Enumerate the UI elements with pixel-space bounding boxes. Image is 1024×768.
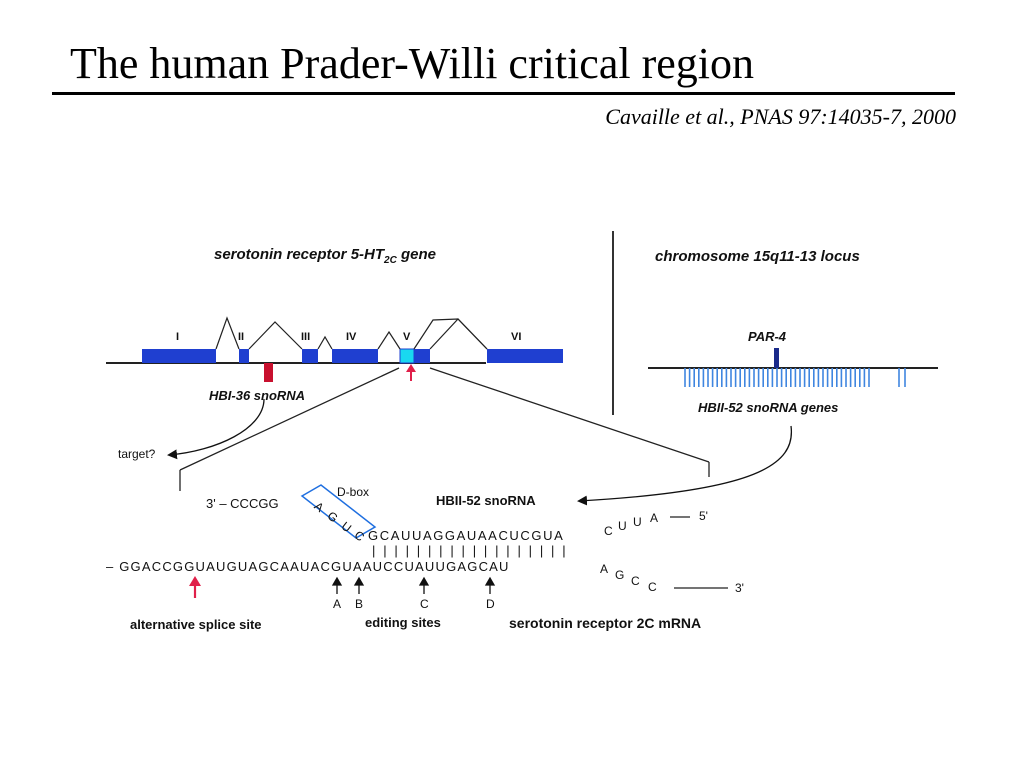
mrna-tail-1: A	[600, 562, 609, 576]
dbox-outline	[300, 484, 377, 539]
target-arrow	[167, 398, 265, 460]
exon-II	[239, 349, 249, 363]
snorna-tail-1: C	[604, 524, 613, 538]
intron-1	[215, 316, 240, 350]
figure-panel: serotonin receptor 5-HT2C gene chromosom…	[106, 229, 938, 640]
exon-V-extension	[414, 349, 430, 363]
base-pairing-bars: | | | | | | | | | | | | | | | | | |	[372, 543, 568, 558]
alt-splice-arrow-head	[189, 576, 201, 586]
gene-heading-subscript: 2C	[384, 255, 397, 266]
hbi36-label: HBI-36 snoRNA	[209, 388, 306, 403]
mrna-three-prime: 3'	[735, 581, 744, 595]
title-underline	[52, 92, 955, 95]
editing-arrow-a-head	[331, 576, 343, 586]
gene-heading: serotonin receptor 5-HT2C gene	[214, 247, 436, 266]
intron-3	[317, 335, 333, 350]
snorna-gene-ticks	[684, 368, 906, 387]
intron-5-long	[429, 318, 488, 350]
mrna-tail-3: C	[631, 574, 640, 588]
snorna-sequence-middle: GCAUUAGGAUAACUCGUA	[368, 528, 565, 543]
hbii52-arrow	[577, 425, 793, 506]
gene-heading-prefix: serotonin receptor 5-HT	[214, 246, 385, 263]
editing-arrow-d-head	[484, 576, 496, 586]
target-label: target?	[118, 447, 156, 461]
par4-label: PAR-4	[748, 329, 787, 344]
slide-title: The human Prader-Willi critical region	[70, 39, 754, 88]
exon-label-II: II	[238, 331, 245, 343]
gene-heading-suffix: gene	[401, 246, 437, 263]
editing-site-b: B	[355, 597, 364, 611]
exon-v-splice-arrow-head	[406, 364, 416, 372]
editing-arrow-b-head	[353, 576, 365, 586]
hbii52-snorna-label: HBII-52 snoRNA	[436, 493, 536, 508]
zoom-line-right	[429, 367, 710, 463]
hbii52-genes-label: HBII-52 snoRNA genes	[698, 400, 839, 415]
exon-V	[399, 348, 415, 364]
dbox-label: D-box	[337, 485, 370, 499]
exon-III	[302, 349, 318, 363]
figure-graphics	[106, 231, 938, 598]
editing-sites-label: editing sites	[365, 615, 441, 630]
mrna-label: serotonin receptor 2C mRNA	[509, 615, 702, 631]
intron-2	[248, 321, 303, 350]
mrna-sequence-main: – GGACCGGUAUGUAGCAAUACGUAAUCCUAUUGAGCAU	[106, 559, 510, 574]
snorna-five-prime: 5'	[699, 509, 708, 523]
intron-5-short	[413, 318, 488, 350]
par4-marker	[774, 348, 779, 368]
snorna-tail-2: U	[618, 519, 627, 533]
exon-label-VI: VI	[511, 331, 522, 343]
editing-site-d: D	[486, 597, 495, 611]
editing-site-arrows	[331, 576, 496, 594]
citation: Cavaille et al., PNAS 97:14035-7, 2000	[605, 104, 956, 129]
alt-splice-label: alternative splice site	[130, 617, 262, 632]
mrna-tail-2: G	[615, 568, 625, 582]
exon-VI	[487, 349, 563, 363]
exon-label-V: V	[403, 331, 411, 343]
zoom-line-left	[179, 367, 400, 471]
hbi36-snorna-locus	[264, 363, 273, 382]
snorna-tail-4: A	[650, 511, 659, 525]
editing-arrow-c-head	[418, 576, 430, 586]
snorna-tail-3: U	[633, 515, 642, 529]
mrna-tail-4: C	[648, 580, 657, 594]
locus-heading: chromosome 15q11-13 locus	[655, 248, 860, 265]
exon-label-III: III	[301, 331, 311, 343]
editing-site-c: C	[420, 597, 429, 611]
exon-IV	[332, 349, 378, 363]
exon-label-IV: IV	[346, 331, 357, 343]
intron-4	[377, 330, 401, 350]
snorna-sequence-prefix: 3' – CCCGG	[206, 496, 279, 511]
editing-site-a: A	[333, 597, 342, 611]
exon-I	[142, 349, 216, 363]
exon-label-I: I	[176, 331, 180, 343]
